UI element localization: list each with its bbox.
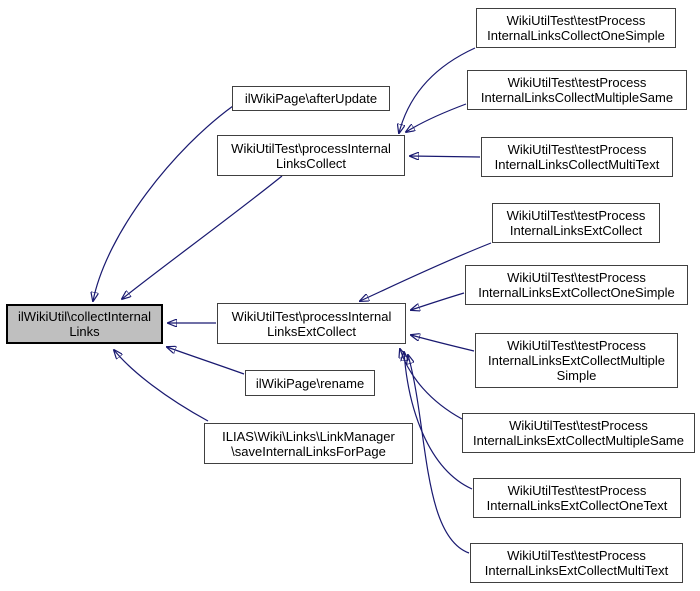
node-label-line: WikiUtilTest\testProcess [507,75,647,90]
node-label-line: InternalLinksCollectMultiText [494,157,660,172]
node-label-line: WikiUtilTest\processInternal [231,308,392,324]
node-testprocessinternallinkscollectonesimple[interactable]: WikiUtilTest\testProcess InternalLinksCo… [476,8,676,48]
edge-rename-to-collectinternallinks [167,347,245,375]
node-testprocessinternallinksextcollectonesimple[interactable]: WikiUtilTest\testProcess InternalLinksEx… [465,265,688,305]
edge-testextcollectonetext-to-processextcollect [404,352,473,490]
edge-testcollectonesimple-to-processcollect [399,47,476,133]
node-label-line: WikiUtilTest\testProcess [506,13,646,28]
node-testprocessinternallinkscollectmultitext[interactable]: WikiUtilTest\testProcess InternalLinksCo… [481,137,673,177]
node-label-line: InternalLinksExtCollectOneSimple [478,285,675,300]
node-label-line: InternalLinksExtCollectOneText [486,498,668,513]
node-testprocessinternallinksextcollectmultitext[interactable]: WikiUtilTest\testProcess InternalLinksEx… [470,543,683,583]
node-label-line: WikiUtilTest\testProcess [507,483,647,498]
edge-afterupdate-to-collectinternallinks [93,105,234,301]
node-testprocessinternallinksextcollectmultiplesame[interactable]: WikiUtilTest\testProcess InternalLinksEx… [462,413,695,453]
node-label-line: WikiUtilTest\testProcess [507,548,646,563]
node-ilwikiutil-collectinternallinks[interactable]: ilWikiUtil\collectInternal Links [6,304,163,344]
node-testprocessinternallinksextcollect[interactable]: WikiUtilTest\testProcess InternalLinksEx… [492,203,660,243]
edge-testextcollectmultitext-to-processextcollect [408,355,470,554]
node-label-line: InternalLinksExtCollectMultipleSame [473,433,684,448]
node-testprocessinternallinkscollectmultiplesame[interactable]: WikiUtilTest\testProcess InternalLinksCo… [467,70,687,110]
edge-testcollectmultitext-to-processcollect [410,156,481,157]
node-label-line: WikiUtilTest\testProcess [507,142,647,157]
node-label-line: LinksExtCollect [267,323,356,339]
edge-saveinternallinks-to-collectinternallinks [114,350,209,422]
node-label-line: InternalLinksCollectMultipleSame [480,90,674,105]
edge-testextcollectmultiplesimple-to-processextcollect [411,335,475,352]
node-label-line: ilWikiUtil\collectInternal [18,309,151,324]
node-label-line: ilWikiPage\rename [255,375,365,391]
node-label-line: Simple [556,368,597,383]
node-label-line: InternalLinksExtCollectMultiText [484,563,669,578]
node-label-line: WikiUtilTest\testProcess [507,338,646,353]
node-wikiutiltest-processinternallinkscollect[interactable]: WikiUtilTest\processInternal LinksCollec… [217,135,405,176]
edge-processcollect-to-collectinternallinks [122,175,283,299]
node-testprocessinternallinksextcollectmultiplesimple[interactable]: WikiUtilTest\testProcess InternalLinksEx… [475,333,678,388]
node-label-line: WikiUtilTest\testProcess [506,208,646,223]
node-label-line: \saveInternalLinksForPage [231,443,386,459]
edge-testcollectmultiplesame-to-processcollect [406,103,467,132]
node-label-line: ILIAS\Wiki\Links\LinkManager [222,428,395,444]
node-label-line: LinksCollect [275,155,347,171]
node-wikiutiltest-processinternallinksextcollect[interactable]: WikiUtilTest\processInternal LinksExtCol… [217,303,406,344]
node-label-line: InternalLinksExtCollect [509,223,643,238]
node-label-line: Links [69,324,100,339]
node-label-line: ilWikiPage\afterUpdate [244,91,378,106]
node-linkmanager-saveinternallinksforpage[interactable]: ILIAS\Wiki\Links\LinkManager \saveIntern… [204,423,413,464]
node-ilwikipage-rename[interactable]: ilWikiPage\rename [245,370,375,396]
node-testprocessinternallinksextcollectonetext[interactable]: WikiUtilTest\testProcess InternalLinksEx… [473,478,681,518]
node-label-line: WikiUtilTest\testProcess [509,418,648,433]
edge-testextcollect-to-processextcollect [360,242,492,301]
node-label-line: InternalLinksCollectOneSimple [487,28,665,43]
node-ilwikipage-afterupdate[interactable]: ilWikiPage\afterUpdate [232,86,390,111]
node-label-line: InternalLinksExtCollectMultiple [487,353,666,368]
node-label-line: WikiUtilTest\processInternal [231,140,391,156]
node-label-line: WikiUtilTest\testProcess [507,270,646,285]
edge-testextcollectonesimple-to-processextcollect [411,292,465,310]
